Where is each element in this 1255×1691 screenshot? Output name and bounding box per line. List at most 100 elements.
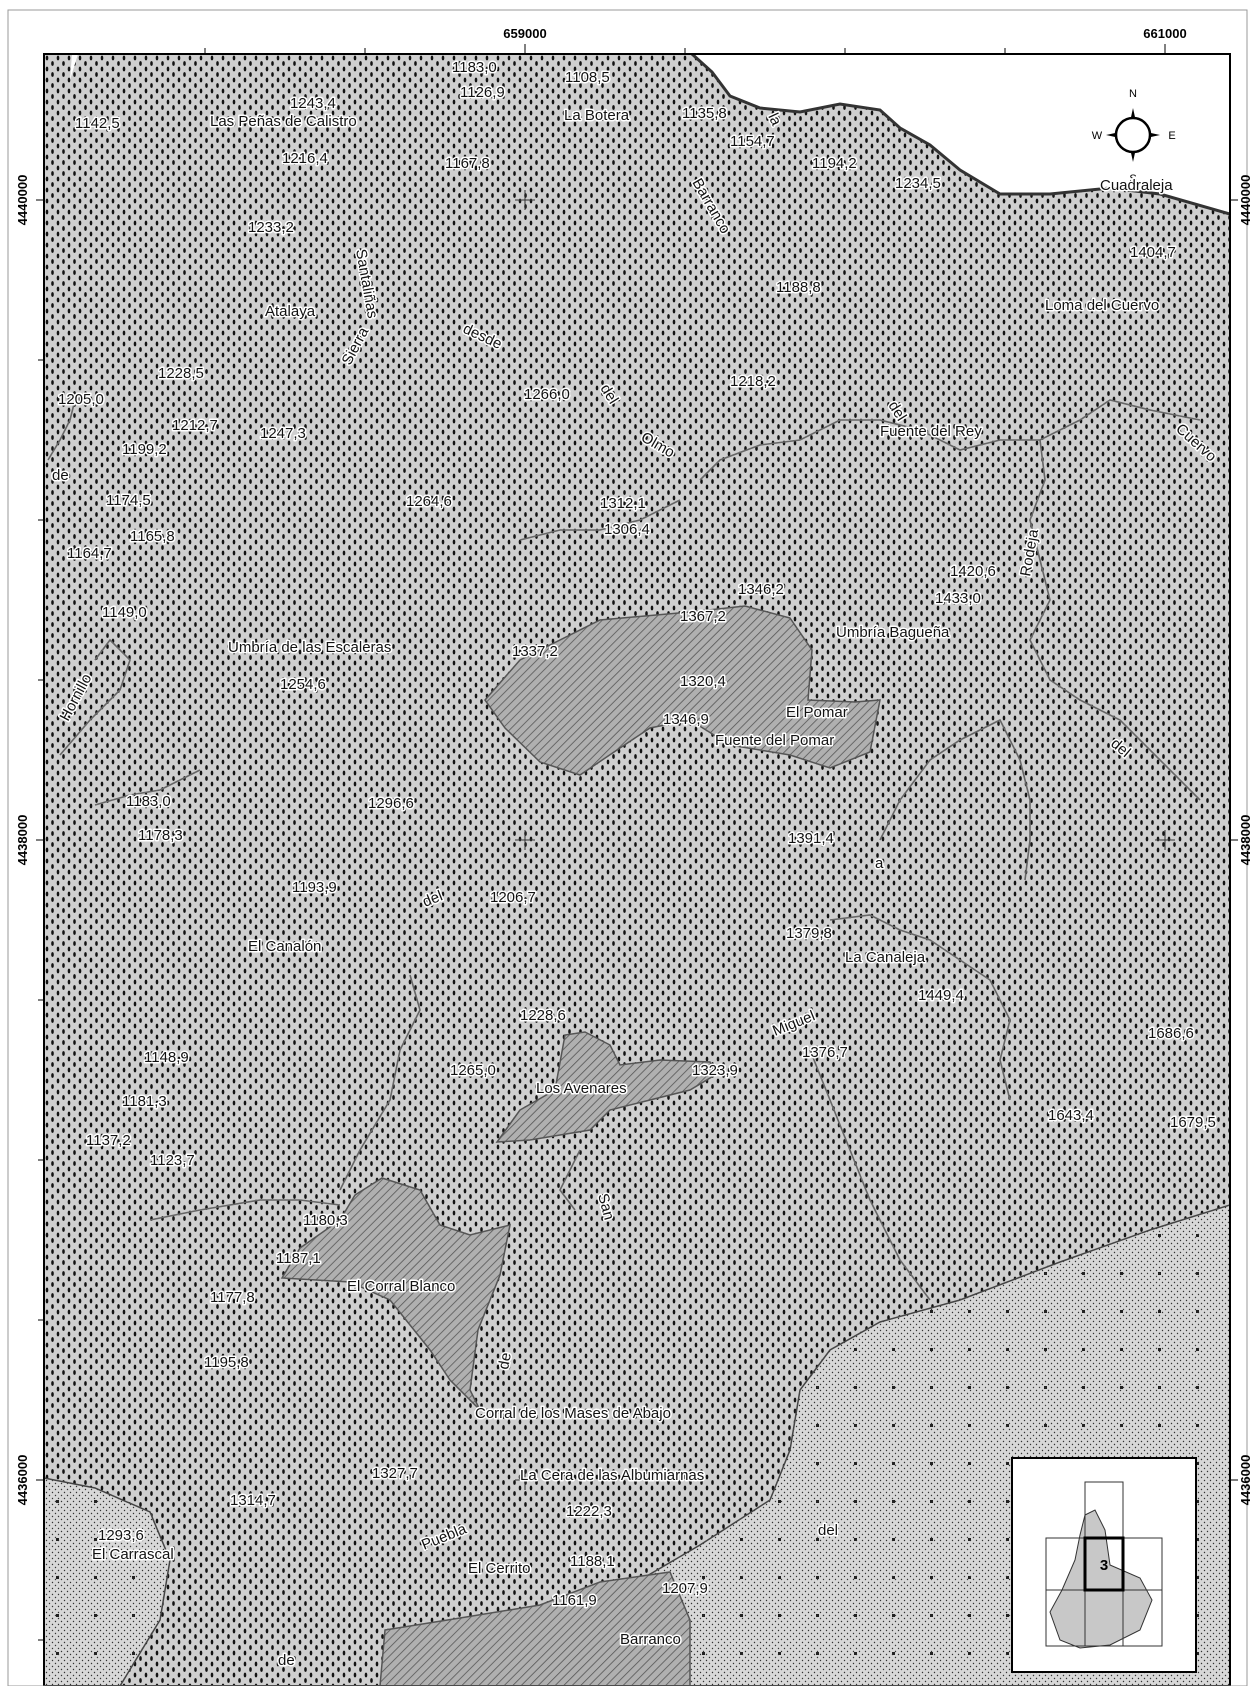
spot-elevation-label: 1449,4 [918, 987, 964, 1004]
spot-elevation-label: 1108,5 [565, 69, 610, 86]
easting-label: 659000 [503, 26, 546, 41]
square-marks-southwest [44, 1478, 170, 1686]
spot-elevation-label: 1254,6 [280, 676, 326, 693]
place-name-label: Las Peñas de Calistro [210, 113, 357, 130]
hatched-unit-el-pomar [484, 605, 881, 776]
spot-elevation-label: 1207,9 [662, 1580, 708, 1597]
spot-elevation-label: 1391,4 [788, 830, 834, 847]
spot-elevation-label: 1195,8 [204, 1354, 249, 1371]
spot-elevation-label: 1178,3 [138, 827, 183, 844]
spot-elevation-label: 1686,6 [1148, 1025, 1194, 1042]
spot-elevation-label: 1123,7 [150, 1152, 195, 1169]
spot-elevation-label: 1154,7 [730, 133, 775, 150]
spot-elevation-label: 1420,6 [950, 563, 996, 580]
hatched-unit-el-corral-blanco [280, 1177, 511, 1411]
spot-elevation-label: 1212,7 [172, 417, 218, 434]
stream [559, 1149, 581, 1211]
spot-elevation-label: 1183,0 [126, 793, 171, 810]
map-content [44, 54, 1230, 1686]
compass-circle [1114, 116, 1152, 154]
stream [829, 914, 1011, 1101]
spot-elevation-label: 1234,5 [895, 175, 941, 192]
spot-elevation-label: 1323,9 [692, 1062, 738, 1079]
northern-boundary-line [690, 54, 1230, 216]
spot-elevation-label: 1314,7 [230, 1492, 276, 1509]
place-name-label: de [278, 1652, 295, 1669]
spot-elevation-label: 1174,5 [106, 492, 151, 509]
stream [149, 1199, 341, 1221]
northing-label-right: 4436000 [1238, 1455, 1253, 1506]
inset-sheet-number: 3 [1100, 1557, 1108, 1574]
stream [519, 499, 681, 541]
stream [59, 638, 131, 756]
northing-label-right: 4438000 [1238, 815, 1253, 866]
spot-elevation-label: 1188,1 [570, 1553, 615, 1570]
spot-elevation-label: 1228,6 [520, 1007, 566, 1024]
spot-elevation-label: 1177,8 [210, 1289, 255, 1306]
spot-elevation-label: 1404,7 [1130, 244, 1176, 261]
inset-highlight-sheet [1083, 1536, 1125, 1592]
stream-network [47, 399, 1201, 1301]
spot-elevation-label: 1346,2 [738, 581, 784, 598]
spot-elevation-label: 1433,0 [935, 590, 981, 607]
easting-label: 661000 [1143, 26, 1186, 41]
spot-elevation-label: 1148,9 [144, 1049, 189, 1066]
spot-elevation-label: 1379,8 [786, 925, 832, 942]
place-name-label: a [875, 855, 884, 872]
spot-elevation-label: 1183,0 [452, 59, 497, 76]
place-name-label: Loma del Cuervo [1045, 297, 1159, 314]
place-name-label: Corral de los Mases de Abajo [475, 1405, 671, 1422]
spot-elevation-label: 1149,0 [102, 604, 147, 621]
spot-elevation-label: 1265,0 [450, 1062, 496, 1079]
place-name-label: Los Avenares [536, 1080, 627, 1097]
spot-elevation-label: 1126,9 [460, 84, 505, 101]
spot-elevation-label: 1180,3 [303, 1212, 348, 1229]
place-name-label: Fuente del Rey [880, 423, 982, 440]
spot-elevation-label: 1165,8 [130, 528, 175, 545]
elevation-layer: 1183,01108,51126,91243,41142,51135,81154… [57, 58, 1218, 1611]
northing-label-left: 4438000 [15, 815, 30, 866]
spot-elevation-label: 1264,6 [406, 493, 452, 510]
spot-elevation-label: 1142,5 [75, 115, 120, 132]
spot-elevation-label: 1233,2 [248, 219, 294, 236]
spot-elevation-label: 1222,3 [566, 1503, 612, 1520]
stream [699, 399, 1201, 481]
compass-rose: N S W E [1092, 88, 1176, 185]
spot-elevation-label: 1266,0 [524, 386, 570, 403]
place-name-label: de [52, 467, 69, 484]
grid-crosses [515, 190, 1175, 1490]
spot-elevation-label: 1296,6 [368, 795, 414, 812]
place-name-label: El Pomar [786, 704, 848, 721]
spot-elevation-label: 1320,4 [680, 673, 726, 690]
spot-elevation-label: 1346,9 [663, 711, 709, 728]
place-name-label: El Canalón [248, 938, 321, 955]
spot-elevation-label: 1135,8 [682, 105, 727, 122]
place-name-label: de [495, 1351, 515, 1370]
place-name-label: El Carrascal [92, 1546, 174, 1563]
place-name-label: Fuente del Pomar [715, 732, 834, 749]
spot-elevation-label: 1293,6 [98, 1527, 144, 1544]
place-name-label: El Cerrito [468, 1560, 531, 1577]
place-name-label: Umbría Bagueña [836, 624, 950, 641]
spot-elevation-label: 1367,2 [680, 608, 726, 625]
spot-elevation-label: 1161,9 [552, 1592, 597, 1609]
spot-elevation-label: 1164,7 [67, 545, 112, 562]
northing-label-right: 4440000 [1238, 175, 1253, 226]
frame-ticks [36, 44, 1238, 1641]
spot-elevation-label: 1216,4 [282, 150, 328, 167]
stream [94, 769, 201, 806]
spot-elevation-label: 1337,2 [512, 643, 558, 660]
place-name-label: del [818, 1522, 838, 1539]
spot-elevation-label: 1187,1 [276, 1250, 321, 1267]
spot-elevation-label: 1206,7 [490, 889, 536, 906]
place-name-label: Barranco [620, 1631, 681, 1648]
northing-label-left: 4436000 [15, 1455, 30, 1506]
place-name-label: Atalaya [265, 303, 316, 320]
spot-elevation-label: 1247,3 [260, 425, 306, 442]
spot-elevation-label: 1218,2 [730, 373, 776, 390]
spot-elevation-label: 1193,9 [292, 879, 337, 896]
place-name-label: La Canaleja [845, 949, 926, 966]
compass-e-label: E [1168, 130, 1175, 142]
spot-elevation-label: 1167,8 [445, 155, 490, 172]
